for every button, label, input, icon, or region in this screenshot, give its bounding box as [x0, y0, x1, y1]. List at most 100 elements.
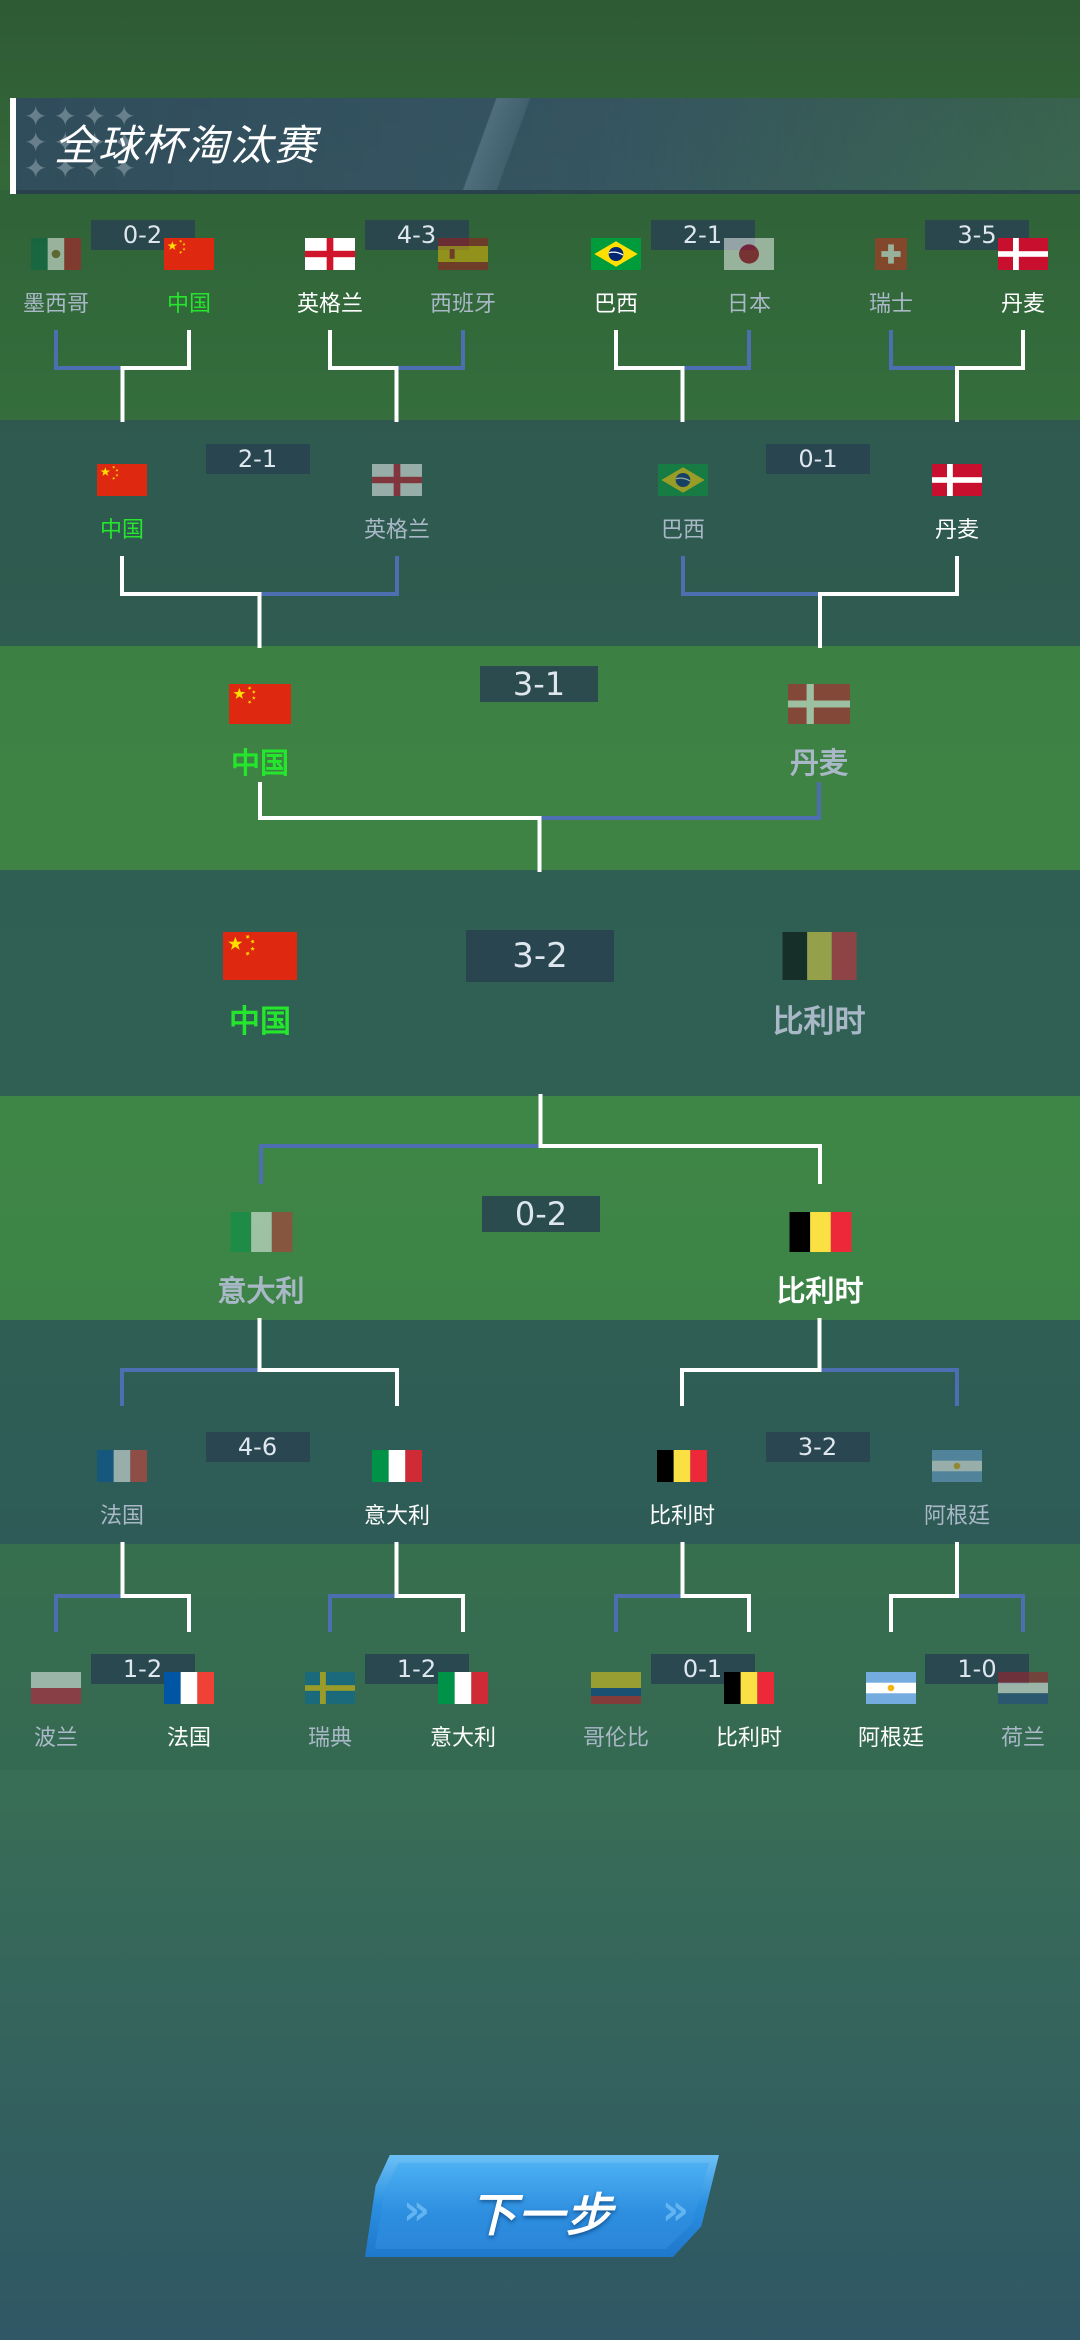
team-bottom-sf-left: 意大利: [217, 1212, 305, 1310]
team-top-r16-3-left: 瑞士: [869, 238, 913, 318]
team-name: 巴西: [660, 518, 705, 543]
match-score: 1-0: [925, 1654, 1029, 1684]
italy-flag-icon: [229, 1212, 292, 1256]
band-top-qf: [0, 420, 1080, 646]
italy-flag-icon: [371, 1450, 422, 1486]
team-name: 波兰: [33, 1726, 78, 1751]
team-name: 英格兰: [296, 292, 364, 317]
team-name: 法国: [99, 1504, 144, 1529]
match-score: 2-1: [205, 444, 310, 474]
team-top-r16-1-left: 英格兰: [297, 238, 363, 318]
brazil-flag-icon: [591, 238, 641, 274]
team-name: 西班牙: [429, 292, 497, 317]
team-name: 中国: [166, 292, 211, 317]
team-bottom-sf-right: 比利时: [776, 1212, 864, 1310]
team-name: 瑞士: [868, 292, 914, 317]
team-name: 英格兰: [363, 518, 431, 543]
colombia-flag-icon: [590, 1672, 641, 1708]
team-bottom-r16-1-right: 意大利: [430, 1672, 496, 1752]
team-top-sf-right: 丹麦: [788, 684, 850, 782]
belgium-flag-icon: [788, 1212, 851, 1256]
team-final-right: 比利时: [773, 932, 866, 1041]
team-bottom-r16-2-right: 比利时: [716, 1672, 782, 1752]
team-top-r16-2-right: 日本: [724, 238, 774, 318]
team-name: 墨西哥: [22, 292, 90, 317]
team-top-qf-1-left: 巴西: [658, 464, 708, 544]
next-step-label: 下一步: [470, 2188, 614, 2242]
team-name: 比利时: [772, 1004, 866, 1040]
denmark-flag-icon: [932, 464, 982, 500]
team-name: 比利时: [648, 1504, 716, 1529]
team-name: 中国: [99, 518, 144, 543]
team-top-r16-0-right: 中国: [164, 238, 214, 318]
team-bottom-r16-0-right: 法国: [164, 1672, 214, 1752]
match-score: 3-5: [925, 220, 1029, 250]
switzerland-flag-icon: [874, 238, 907, 274]
team-name: 意大利: [363, 1504, 431, 1529]
team-name: 哥伦比: [582, 1726, 650, 1751]
page-title: 全球杯淘汰赛: [54, 121, 319, 170]
china-flag-icon: [97, 464, 147, 500]
team-top-qf-0-right: 英格兰: [364, 464, 430, 544]
mexico-flag-icon: [30, 238, 81, 274]
sweden-flag-icon: [305, 1672, 355, 1708]
denmark-flag-icon: [788, 684, 850, 728]
spain-flag-icon: [437, 238, 488, 274]
band-final: [0, 870, 1080, 1096]
next-step-button[interactable]: » » 下一步: [365, 2155, 719, 2257]
brazil-flag-icon: [658, 464, 708, 500]
team-name: 中国: [230, 746, 289, 780]
france-flag-icon: [97, 1450, 147, 1486]
match-score: 4-6: [205, 1432, 310, 1462]
star-decoration-icon: ✦✦✦✦✦✦✦✦✦✦✦✦: [24, 100, 142, 185]
team-bottom-r16-1-left: 瑞典: [305, 1672, 355, 1752]
team-bottom-r16-3-right: 荷兰: [998, 1672, 1048, 1752]
band-bottom-qf: [0, 1320, 1080, 1544]
team-bottom-r16-0-left: 波兰: [31, 1672, 81, 1752]
team-top-r16-0-left: 墨西哥: [23, 238, 89, 318]
match-score: 3-1: [480, 666, 598, 702]
belgium-flag-icon: [723, 1672, 774, 1708]
team-name: 阿根廷: [857, 1726, 925, 1751]
team-bottom-r16-3-left: 阿根廷: [858, 1672, 924, 1752]
china-flag-icon: [229, 684, 291, 728]
team-name: 日本: [726, 292, 771, 317]
team-top-sf-left: 中国: [229, 684, 291, 782]
chevron-right-icon: »: [403, 2185, 431, 2234]
chevron-right-icon: »: [661, 2185, 689, 2234]
team-top-qf-1-right: 丹麦: [932, 464, 982, 544]
argentina-flag-icon: [865, 1672, 916, 1708]
team-bottom-qf-1-right: 阿根廷: [924, 1450, 990, 1530]
denmark-flag-icon: [998, 238, 1048, 274]
team-name: 阿根廷: [923, 1504, 991, 1529]
team-name: 比利时: [776, 1274, 864, 1308]
team-name: 荷兰: [1000, 1726, 1045, 1751]
team-name: 瑞典: [307, 1726, 352, 1751]
team-bottom-qf-1-left: 比利时: [649, 1450, 715, 1530]
netherlands-flag-icon: [998, 1672, 1048, 1708]
england-flag-icon: [371, 464, 422, 500]
france-flag-icon: [164, 1672, 214, 1708]
match-score: 3-2: [765, 1432, 870, 1462]
team-name: 丹麦: [1000, 292, 1045, 317]
team-bottom-qf-0-left: 法国: [97, 1450, 147, 1530]
belgium-flag-icon: [782, 932, 856, 984]
belgium-flag-icon: [656, 1450, 707, 1486]
china-flag-icon: [164, 238, 214, 274]
team-name: 巴西: [593, 292, 638, 317]
team-name: 法国: [166, 1726, 211, 1751]
team-top-qf-0-left: 中国: [97, 464, 147, 544]
poland-flag-icon: [31, 1672, 81, 1708]
team-name: 意大利: [429, 1726, 497, 1751]
team-top-r16-3-right: 丹麦: [998, 238, 1048, 318]
team-name: 中国: [229, 1004, 291, 1040]
team-name: 意大利: [217, 1274, 305, 1308]
team-final-left: 中国: [223, 932, 297, 1041]
italy-flag-icon: [437, 1672, 488, 1708]
japan-flag-icon: [724, 238, 774, 274]
match-score: 0-2: [482, 1196, 600, 1232]
match-score: 0-1: [766, 444, 870, 474]
team-bottom-qf-0-right: 意大利: [364, 1450, 430, 1530]
england-flag-icon: [304, 238, 355, 274]
